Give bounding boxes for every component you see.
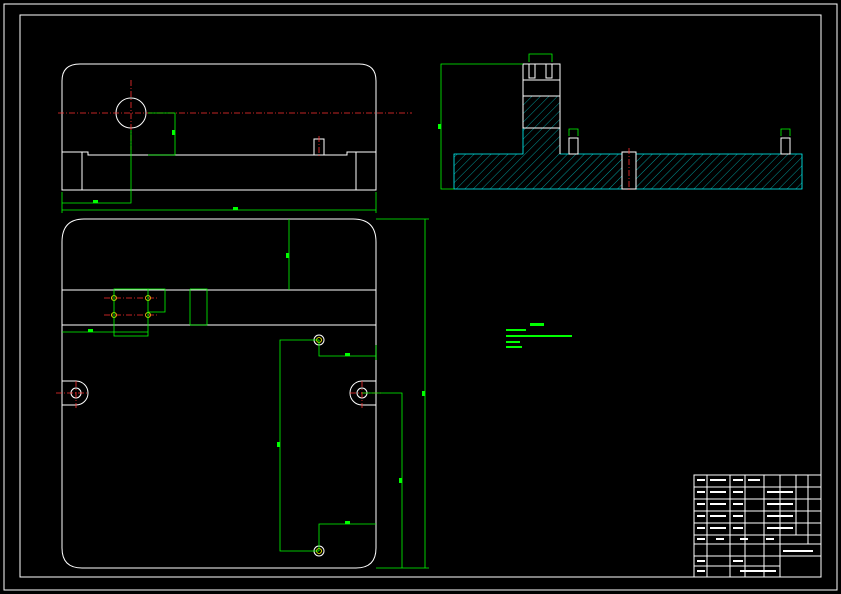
top-view-dim-depth-text xyxy=(172,130,175,135)
section-base-right xyxy=(635,153,803,190)
notes-line-4 xyxy=(506,346,522,348)
section-pocket-right xyxy=(780,137,791,155)
title-block-text-marks xyxy=(697,479,813,572)
plan-view-dim-hole-grid xyxy=(113,288,149,337)
plan-view-dim-slot-position xyxy=(362,392,403,568)
plan-view-dim-hole-left-text xyxy=(88,329,93,332)
top-view-dim-width-text xyxy=(233,207,238,210)
notes-line-3 xyxy=(506,341,520,343)
section-pocket-left xyxy=(568,137,579,155)
top-view-outline xyxy=(61,63,377,191)
plan-view-dim-hole-spacing-text xyxy=(277,442,280,447)
outer-border xyxy=(3,3,838,591)
plan-view-dim-hole-right xyxy=(148,288,166,313)
section-top-slot-1 xyxy=(528,63,536,79)
title-block-frame xyxy=(693,474,822,578)
top-view-dim-offset xyxy=(62,130,132,204)
top-view-step-line xyxy=(62,151,376,156)
plan-view-dim-hole-top-offset-text xyxy=(345,353,350,356)
section-base-left xyxy=(453,127,623,190)
notes-line-1 xyxy=(506,329,526,331)
plan-view-dim-hole-top-offset xyxy=(318,340,376,357)
plan-view-dim-hole-bottom-offset xyxy=(318,523,376,551)
plan-view-dim-groove-width xyxy=(190,288,208,326)
section-pocket-left-dim xyxy=(568,128,579,136)
plan-view xyxy=(56,218,429,569)
notes-heading xyxy=(530,323,544,326)
plan-view-outline xyxy=(61,218,377,569)
plan-view-dim-groove-position-text xyxy=(286,253,289,258)
plan-view-dim-slot-position-text xyxy=(399,478,402,483)
top-view xyxy=(58,63,412,213)
inner-border xyxy=(19,14,822,578)
top-view-dim-offset-text xyxy=(93,200,98,203)
plan-view-left-u-slot xyxy=(62,380,89,406)
section-dim-height-text xyxy=(438,124,441,129)
section-top-slot-2 xyxy=(545,63,553,79)
plan-view-dim-total-height-text xyxy=(422,391,425,396)
section-pocket-right-dim xyxy=(780,128,791,136)
technical-notes xyxy=(506,323,572,348)
top-view-dim-depth xyxy=(148,112,176,156)
section-upright-lower xyxy=(522,95,561,129)
notes-line-2 xyxy=(506,335,572,337)
plan-view-dim-hole-bottom-offset-text xyxy=(345,521,350,524)
section-view xyxy=(438,53,803,192)
title-block xyxy=(693,474,822,578)
section-top-slot-dim xyxy=(528,53,553,62)
plan-view-dim-hole-spacing xyxy=(279,339,319,552)
section-cavity-outline xyxy=(523,95,561,154)
